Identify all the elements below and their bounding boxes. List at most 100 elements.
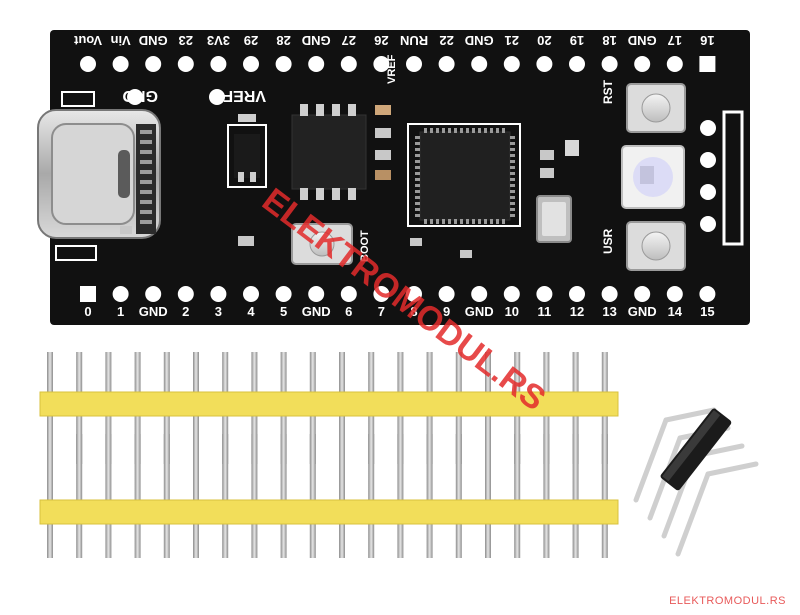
pin-label-top: 16	[700, 33, 714, 48]
pin-label-bottom: 4	[247, 304, 255, 319]
pin-pad	[210, 56, 227, 72]
pin-label-top: RUN	[400, 33, 428, 48]
pin-pad	[145, 56, 162, 72]
pin-label-bottom: 3	[215, 304, 222, 319]
flash-chip	[291, 104, 367, 200]
pin-label-top: 17	[668, 33, 682, 48]
pin-pad	[471, 286, 488, 302]
pin-label-bottom: 14	[668, 304, 683, 319]
silk-mark	[55, 245, 97, 261]
pin-pad	[406, 286, 422, 302]
voltage-regulator	[227, 114, 267, 188]
pin-pad	[699, 286, 716, 302]
boot-button	[291, 223, 353, 265]
pin-label-top: 28	[276, 33, 290, 48]
pin-pad	[503, 286, 520, 302]
pin-label-top: 19	[570, 33, 584, 48]
pin-label-top: 20	[537, 33, 551, 48]
pin-label-bottom: 8	[410, 304, 417, 319]
pin-pad	[569, 56, 585, 72]
pin-label-bottom: 15	[700, 304, 714, 319]
pin-label-bottom: 5	[280, 304, 287, 319]
pin-pad	[275, 286, 292, 302]
top-pin-row	[80, 56, 716, 72]
silk-gnd-label: GND	[122, 87, 158, 104]
pin-label-bottom: 2	[182, 304, 189, 319]
pin-pad	[634, 286, 651, 302]
pin-pad	[243, 286, 259, 302]
silk-vref-label: VREF	[223, 87, 266, 104]
reset-button	[626, 83, 686, 133]
pin-pad	[569, 286, 585, 302]
pin-pad	[308, 286, 325, 302]
pin-pad	[112, 286, 129, 302]
pin-label-bottom: 1	[117, 304, 124, 319]
pin-pad-square	[80, 286, 96, 302]
silk-outline	[61, 91, 95, 107]
pin-pad	[601, 286, 618, 302]
rgb-led	[621, 145, 685, 209]
pin-pad	[243, 56, 259, 72]
silk-boot-label: BOOT	[359, 230, 371, 262]
pin-label-bottom: 9	[443, 304, 450, 319]
pin-label-top: GND	[465, 33, 494, 48]
silk-edge-outline	[722, 110, 744, 246]
pin-pad-square	[699, 56, 716, 72]
pin-label-top: GND	[139, 33, 168, 48]
pin-label-bottom: 12	[570, 304, 584, 319]
test-pad	[127, 89, 143, 105]
pin-label-top: 27	[342, 33, 356, 48]
pin-pad	[373, 286, 390, 302]
pin-pad	[340, 286, 357, 302]
pin-pad	[634, 56, 651, 72]
pin-pad	[666, 286, 683, 302]
pin-label-top: Vout	[73, 33, 102, 48]
pin-label-top: 29	[244, 33, 258, 48]
pin-label-top: Vin	[111, 33, 131, 48]
header-plastic-bar	[39, 499, 619, 525]
pin-pad	[536, 56, 553, 72]
bottom-pin-row	[80, 286, 716, 302]
passive-components	[120, 105, 579, 258]
pin-pad	[373, 56, 390, 72]
microcontroller-chip	[407, 123, 521, 227]
pin-pad	[438, 56, 455, 72]
crystal-oscillator	[536, 195, 572, 243]
pin-label-bottom: 7	[378, 304, 385, 319]
right-angle-header	[633, 407, 759, 557]
pin-pad	[177, 286, 194, 302]
pin-label-bottom: 10	[505, 304, 519, 319]
watermark-footer: ELEKTROMODUL.RS	[669, 595, 786, 607]
pin-pad	[210, 286, 227, 302]
pin-label-bottom: GND	[628, 304, 657, 319]
test-pad	[209, 89, 225, 105]
silk-rst-label: RST	[601, 79, 615, 104]
pin-label-bottom: GND	[465, 304, 494, 319]
header-plastic-bar	[39, 391, 619, 417]
pin-pad	[145, 286, 162, 302]
pcb-body	[50, 30, 750, 325]
pin-pad	[340, 56, 357, 72]
pin-pad	[112, 56, 129, 72]
pin-label-top: 3V3	[207, 33, 230, 48]
pin-label-bottom: GND	[139, 304, 168, 319]
pin-label-top: 21	[505, 33, 519, 48]
pin-pad	[308, 56, 325, 72]
user-button	[626, 221, 686, 271]
pin-label-bottom: 6	[345, 304, 352, 319]
pin-label-bottom: GND	[302, 304, 331, 319]
pin-pad	[666, 56, 683, 72]
pin-label-top: 18	[602, 33, 616, 48]
silk-vref-small: VREF	[386, 54, 398, 84]
pin-label-top: GND	[302, 33, 331, 48]
long-pin-headers	[39, 352, 619, 558]
pin-pad	[503, 56, 520, 72]
pin-label-bottom: 0	[84, 304, 91, 319]
pin-label-bottom: 11	[538, 304, 552, 319]
pin-pad	[438, 286, 455, 302]
pin-pad	[275, 56, 292, 72]
pin-pad	[177, 56, 194, 72]
